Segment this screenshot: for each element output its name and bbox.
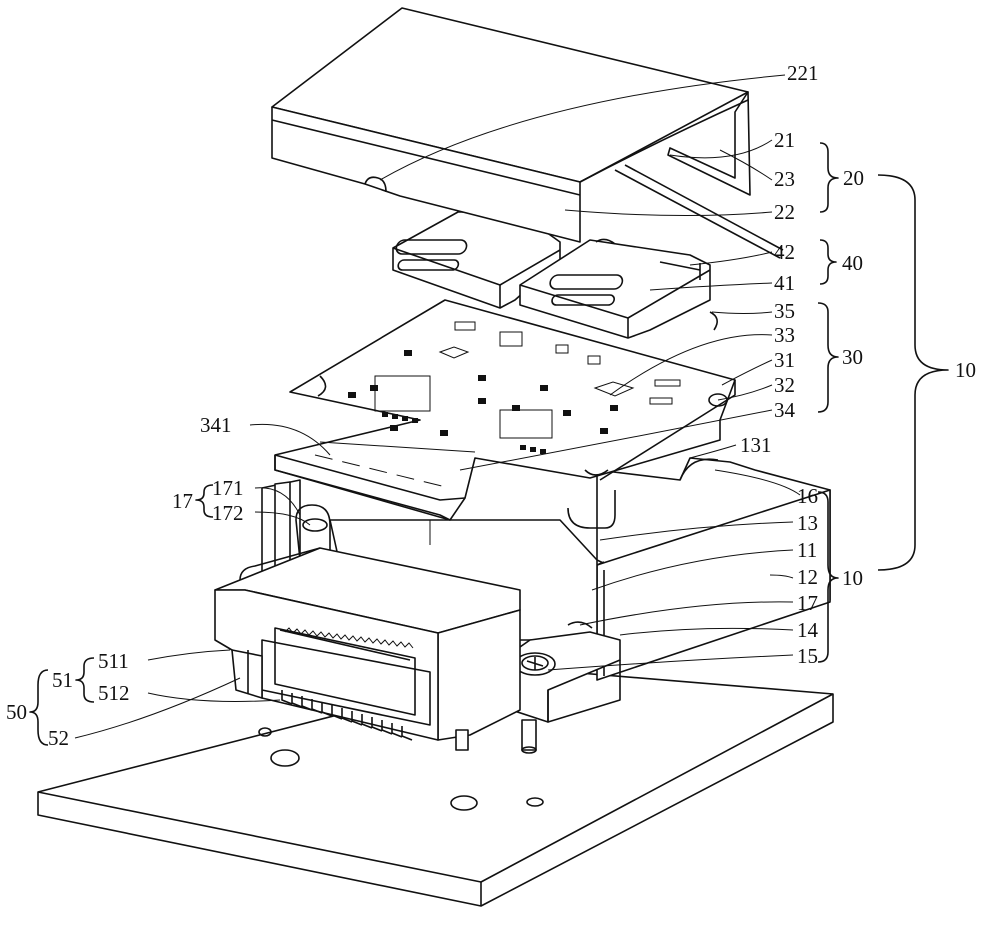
label-group-17: 17 (172, 489, 193, 513)
connector-51 (214, 547, 521, 751)
label-171: 171 (212, 476, 244, 500)
braces (29, 142, 949, 746)
label-21: 21 (774, 128, 795, 152)
label-34: 34 (774, 398, 796, 422)
label-41: 41 (774, 271, 795, 295)
label-16: 16 (797, 484, 818, 508)
label-512: 512 (98, 681, 130, 705)
label-14: 14 (797, 618, 819, 642)
label-group-10-inner: 10 (842, 566, 863, 590)
label-52: 52 (48, 726, 69, 750)
label-15: 15 (797, 644, 818, 668)
label-23: 23 (774, 167, 795, 191)
label-11: 11 (797, 538, 817, 562)
pcb-30 (274, 299, 736, 521)
label-group-40: 40 (842, 251, 863, 275)
label-group-20: 20 (843, 166, 864, 190)
label-42: 42 (774, 240, 795, 264)
label-group-10-outer: 10 (955, 358, 976, 382)
label-12: 12 (797, 565, 818, 589)
label-33: 33 (774, 323, 795, 347)
cover-20 (271, 7, 784, 259)
label-17-right: 17 (797, 591, 818, 615)
label-group-30: 30 (842, 345, 863, 369)
label-172: 172 (212, 501, 244, 525)
label-341: 341 (200, 413, 232, 437)
label-13: 13 (797, 511, 818, 535)
label-22: 22 (774, 200, 795, 224)
label-131: 131 (740, 433, 772, 457)
leader-lines (74, 74, 801, 739)
label-35: 35 (774, 299, 795, 323)
reference-labels: 221 21 23 22 20 42 41 40 35 33 31 32 34 … (6, 61, 976, 750)
label-511: 511 (98, 649, 129, 673)
label-group-51: 51 (52, 668, 73, 692)
shield-frames-40 (392, 208, 718, 339)
label-32: 32 (774, 373, 795, 397)
label-group-50: 50 (6, 700, 27, 724)
label-221: 221 (787, 61, 819, 85)
label-31: 31 (774, 348, 795, 372)
